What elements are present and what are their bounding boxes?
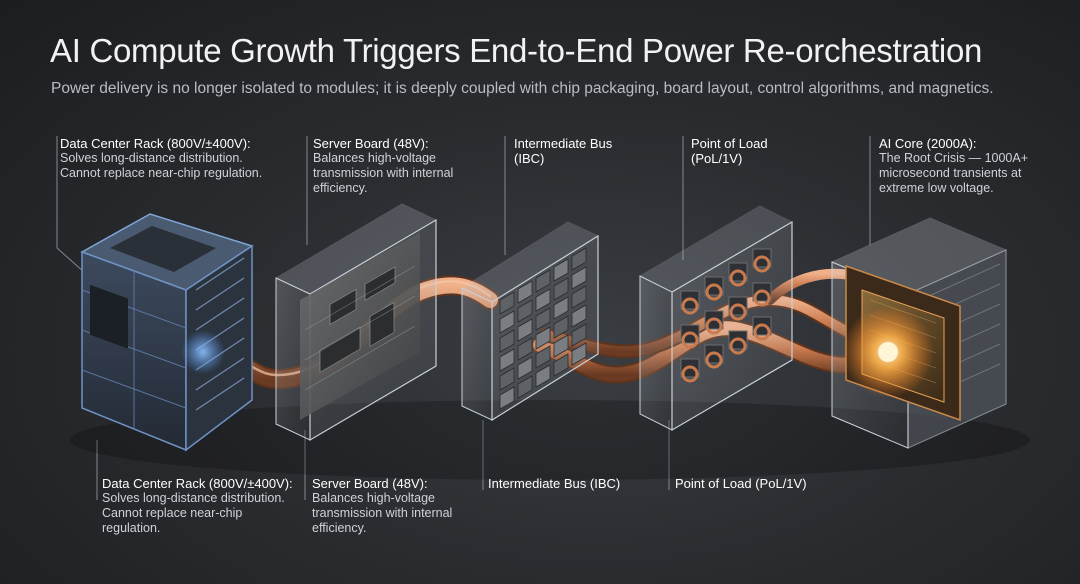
label-rack-top-body: Solves long-distance distribution. Canno… — [60, 151, 263, 180]
ibc-block — [499, 348, 515, 372]
label-rack-bottom-body: Solves long-distance distribution. Canno… — [102, 491, 285, 535]
label-ai-core-top-body: The Root Crisis — 1000A+ microsecond tra… — [879, 151, 1029, 195]
copper-coil — [729, 337, 747, 355]
ibc-block — [571, 266, 587, 290]
label-pol-bottom: Point of Load (PoL/1V) — [675, 476, 845, 491]
ibc-block — [535, 364, 551, 388]
ibc-block — [517, 356, 533, 380]
label-pol-top-head: Point of Load (PoL/1V) — [691, 136, 768, 166]
page-subtitle: Power delivery is no longer isolated to … — [51, 80, 994, 97]
intermediate-bus-module — [460, 221, 600, 422]
label-server-board-bottom-body: Balances high-voltage transmission with … — [312, 491, 453, 535]
ibc-block — [553, 334, 569, 358]
label-ai-core-top: AI Core (2000A): The Root Crisis — 1000A… — [879, 136, 1059, 196]
ibc-block — [517, 337, 533, 361]
label-rack-top-head: Data Center Rack (800V/±400V): — [60, 136, 251, 151]
label-ibc-bottom: Intermediate Bus (IBC) — [488, 476, 658, 491]
copper-coil — [681, 365, 699, 383]
ibc-block — [535, 288, 551, 312]
ibc-block — [535, 326, 551, 350]
copper-coil — [753, 255, 771, 273]
ibc-block — [517, 299, 533, 323]
label-server-board-top: Server Board (48V): Balances high-voltag… — [313, 136, 483, 196]
ibc-block — [553, 277, 569, 301]
ibc-block — [535, 345, 551, 369]
server-board-module — [274, 203, 438, 442]
ai-core-module — [830, 217, 1008, 449]
copper-coil — [705, 317, 723, 335]
label-server-board-top-head: Server Board (48V): — [313, 136, 429, 151]
ibc-block — [553, 353, 569, 377]
ibc-block — [571, 304, 587, 328]
ibc-block — [553, 315, 569, 339]
copper-coil — [729, 269, 747, 287]
label-pol-top: Point of Load (PoL/1V) — [691, 136, 821, 166]
label-rack-bottom-head: Data Center Rack (800V/±400V): — [102, 476, 293, 491]
ibc-block — [517, 375, 533, 399]
ibc-block — [535, 269, 551, 293]
label-ai-core-top-head: AI Core (2000A): — [879, 136, 977, 151]
ibc-block — [553, 258, 569, 282]
ibc-block — [499, 367, 515, 391]
ibc-block — [499, 329, 515, 353]
ibc-block — [535, 307, 551, 331]
copper-coil — [681, 297, 699, 315]
copper-coil — [729, 303, 747, 321]
ibc-block — [517, 280, 533, 304]
copper-coil — [753, 323, 771, 341]
label-server-board-bottom: Server Board (48V): Balances high-voltag… — [312, 476, 482, 536]
point-of-load-module — [638, 205, 794, 432]
copper-coil — [705, 351, 723, 369]
data-center-rack — [80, 213, 254, 452]
ibc-block — [571, 342, 587, 366]
copper-coil — [705, 283, 723, 301]
label-server-board-bottom-head: Server Board (48V): — [312, 476, 428, 491]
copper-coil — [753, 289, 771, 307]
ibc-block — [571, 323, 587, 347]
label-rack-bottom: Data Center Rack (800V/±400V): Solves lo… — [102, 476, 312, 536]
ibc-block — [499, 386, 515, 410]
label-ibc-bottom-head: Intermediate Bus (IBC) — [488, 476, 621, 491]
page-title: AI Compute Growth Triggers End-to-End Po… — [50, 32, 983, 69]
label-ibc-top: Intermediate Bus (IBC) — [514, 136, 644, 166]
label-pol-bottom-head: Point of Load (PoL/1V) — [675, 476, 807, 491]
ibc-block — [499, 310, 515, 334]
leader-lines — [56, 136, 871, 500]
ibc-block — [553, 296, 569, 320]
ibc-block — [499, 291, 515, 315]
label-rack-top: Data Center Rack (800V/±400V): Solves lo… — [60, 136, 290, 181]
copper-coil — [681, 331, 699, 349]
ibc-block — [571, 285, 587, 309]
ibc-block — [517, 318, 533, 342]
ibc-block — [571, 247, 587, 271]
label-ibc-top-head: Intermediate Bus (IBC) — [514, 136, 613, 166]
label-server-board-top-body: Balances high-voltage transmission with … — [313, 151, 454, 195]
